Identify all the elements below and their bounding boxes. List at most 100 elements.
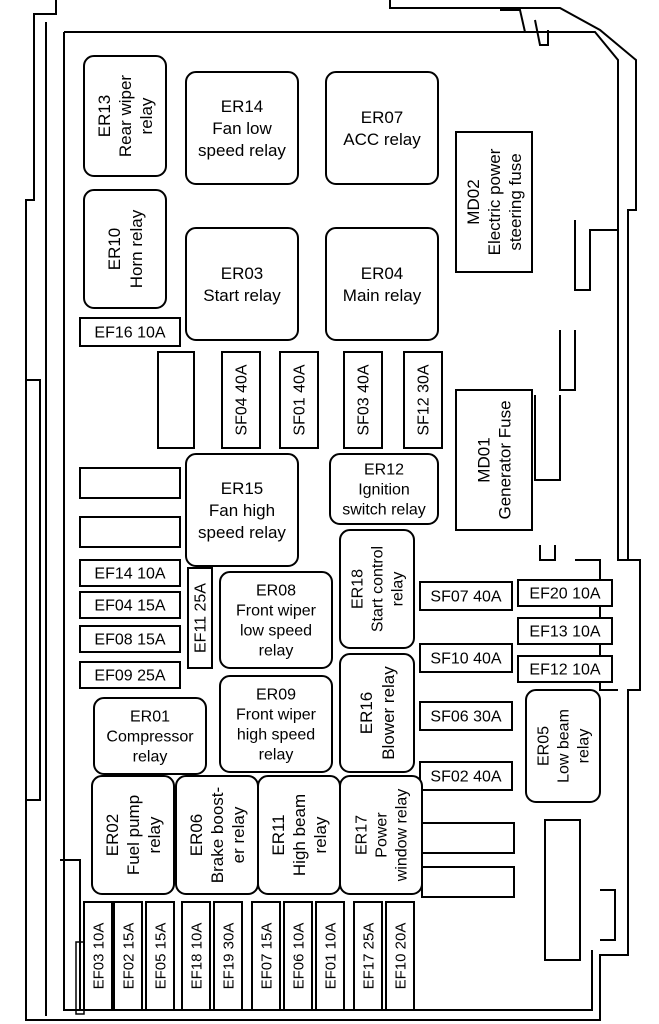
sf12-label-line: SF12 30A <box>416 364 433 435</box>
er09-label-line: ER09 <box>256 687 296 704</box>
ef16-component: EF16 10A <box>79 317 181 347</box>
sf06-label-line: SF06 30A <box>430 709 501 726</box>
er11-label-line: ER11 <box>269 814 288 855</box>
er11-label-line: relay <box>311 816 330 853</box>
sf01-label-line: SF01 40A <box>292 364 309 435</box>
ef01-box <box>315 901 345 1011</box>
sf03-label-line: SF03 40A <box>356 364 373 435</box>
ef09-label-line: EF09 25A <box>94 668 165 685</box>
ef16-label: EF16 10A <box>94 325 165 342</box>
ef07-box <box>251 901 281 1011</box>
er09-label-line: Front wiper <box>236 707 317 724</box>
er08-label-line: relay <box>259 643 294 660</box>
er14-box <box>185 71 299 185</box>
ef08-label: EF08 15A <box>94 632 165 649</box>
ef04-label: EF04 15A <box>94 598 165 615</box>
ef03-label-line: EF03 10A <box>90 923 107 990</box>
er18-label-line: Start control <box>370 546 387 632</box>
er14-label-line: Fan low <box>212 119 272 138</box>
er06-label-line: Brake boost- <box>208 787 227 883</box>
er13-label-line: ER13 <box>95 95 114 138</box>
ef06-label: EF06 10A <box>290 923 307 990</box>
er04-label-line: ER04 <box>361 264 404 283</box>
ef19-label: EF19 30A <box>220 923 237 990</box>
md02-label-line: Electric power <box>485 148 504 255</box>
empty-slot <box>421 866 515 898</box>
md01-label-line: MD01 <box>474 437 493 482</box>
ef01-label-line: EF01 10A <box>322 923 339 990</box>
er18-label-line: relay <box>390 572 407 607</box>
ef07-label-line: EF07 15A <box>258 923 275 990</box>
ef02-component: EF02 15A <box>113 901 143 1011</box>
ef19-label-line: EF19 30A <box>220 923 237 990</box>
er03-label-line: ER03 <box>221 264 264 283</box>
er11-label-line: High beam <box>290 794 309 876</box>
ef08-label-line: EF08 15A <box>94 632 165 649</box>
ef18-label: EF18 10A <box>188 923 205 990</box>
er03-label-line: Start relay <box>203 286 281 305</box>
er01-label-line: Compressor <box>106 729 194 746</box>
er04-box <box>325 227 439 341</box>
ef07-label: EF07 15A <box>258 923 275 990</box>
er15-label-line: speed relay <box>198 523 286 542</box>
sf07-label: SF07 40A <box>430 589 501 606</box>
ef05-label: EF05 15A <box>152 923 169 990</box>
sf03-label: SF03 40A <box>356 364 373 435</box>
ef20-label-line: EF20 10A <box>529 586 600 603</box>
er18-label-line: ER18 <box>350 569 367 609</box>
sf01-box <box>279 351 319 449</box>
ef11-label-line: EF11 25A <box>193 583 210 653</box>
er01-label-line: ER01 <box>130 709 170 726</box>
ef09-box <box>79 661 181 689</box>
ef17-box <box>353 901 383 1011</box>
sf04-label: SF04 40A <box>234 364 251 435</box>
ef13-box <box>517 617 613 645</box>
empty-slot <box>79 516 181 548</box>
er13-box <box>83 55 167 177</box>
er16-label-line: ER16 <box>357 692 376 735</box>
er12-label-line: switch relay <box>342 502 426 519</box>
sf04-component: SF04 40A <box>221 351 261 449</box>
ef14-label: EF14 10A <box>94 566 165 583</box>
ef13-label-line: EF13 10A <box>529 624 600 641</box>
er08-box <box>219 571 333 669</box>
er07-label-line: ER07 <box>361 108 404 127</box>
ef05-component: EF05 15A <box>145 901 175 1011</box>
er17-label-line: Power <box>374 812 391 858</box>
ef12-label: EF12 10A <box>529 662 600 679</box>
sf07-component: SF07 40A <box>419 581 513 611</box>
er10-label-line: ER10 <box>105 228 124 271</box>
ef09-component: EF09 25A <box>79 661 181 689</box>
sf10-label-line: SF10 40A <box>430 651 501 668</box>
ef14-box <box>79 559 181 587</box>
ef14-label-line: EF14 10A <box>94 566 165 583</box>
ef16-label-line: EF16 10A <box>94 325 165 342</box>
er14-label-line: speed relay <box>198 141 286 160</box>
md01-box <box>455 389 533 531</box>
ef20-label: EF20 10A <box>529 586 600 603</box>
ef02-label-line: EF02 15A <box>120 923 137 990</box>
ef12-box <box>517 655 613 683</box>
er07-box <box>325 71 439 185</box>
ef01-label: EF01 10A <box>322 923 339 990</box>
